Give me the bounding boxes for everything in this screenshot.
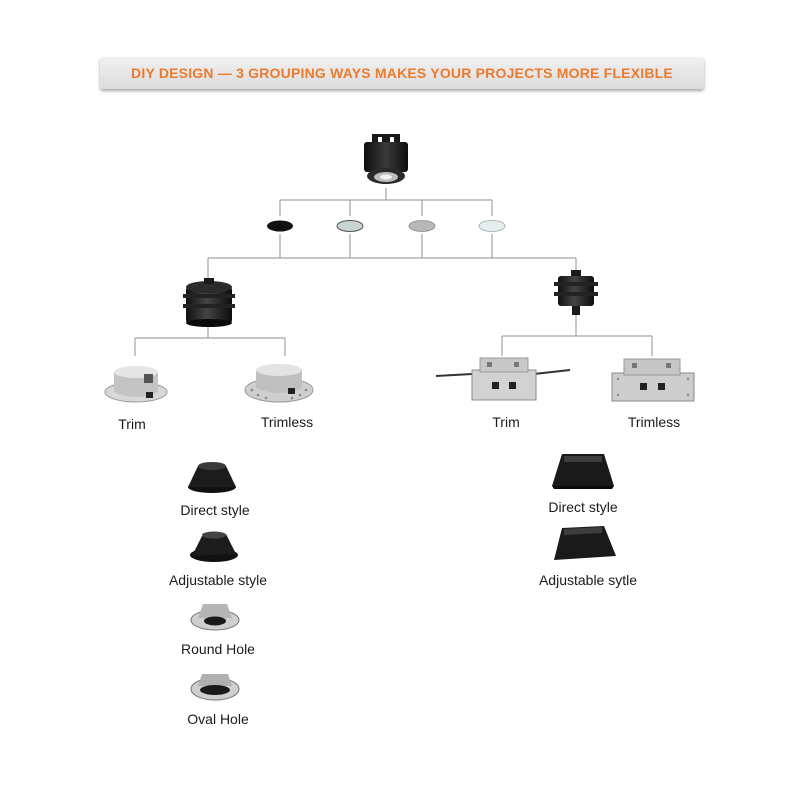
right-trim-label: Trim (492, 414, 520, 430)
round-hole-label: Round Hole (181, 641, 255, 657)
frosted-lens-icon (408, 220, 436, 232)
round-trimless-fixture-icon (244, 364, 314, 403)
right-adjustable-style-label: Adjustable sytle (538, 572, 638, 588)
banner-title: DIY DESIGN — 3 GROUPING WAYS MAKES YOUR … (131, 65, 673, 81)
round-housing-icon (183, 278, 235, 327)
left-adjustable-style-label: Adjustable style (168, 572, 268, 588)
title-banner: DIY DESIGN — 3 GROUPING WAYS MAKES YOUR … (100, 57, 704, 89)
square-adjustable-reflector-icon (554, 526, 616, 560)
left-trimless-label: Trimless (260, 414, 314, 430)
round-hole-trim-icon (190, 604, 240, 631)
oval-hole-label: Oval Hole (187, 711, 249, 727)
led-module-icon (364, 134, 408, 184)
right-trimless-label: Trimless (627, 414, 681, 430)
left-direct-style-label: Direct style (180, 502, 250, 518)
white-lens-icon (478, 220, 506, 232)
clear-lens-icon (336, 220, 364, 232)
square-housing-icon (554, 270, 598, 315)
square-direct-reflector-icon (552, 454, 614, 489)
black-lens-icon (267, 220, 293, 232)
adjustable-style-reflector-icon (190, 531, 238, 562)
square-trimless-fixture-icon (611, 358, 695, 402)
oval-hole-trim-icon (190, 674, 240, 701)
direct-style-reflector-icon (188, 462, 236, 493)
right-direct-style-label: Direct style (548, 499, 618, 515)
round-trim-fixture-icon (104, 366, 168, 403)
left-trim-label: Trim (118, 416, 146, 432)
square-trim-fixture-icon (436, 357, 570, 401)
